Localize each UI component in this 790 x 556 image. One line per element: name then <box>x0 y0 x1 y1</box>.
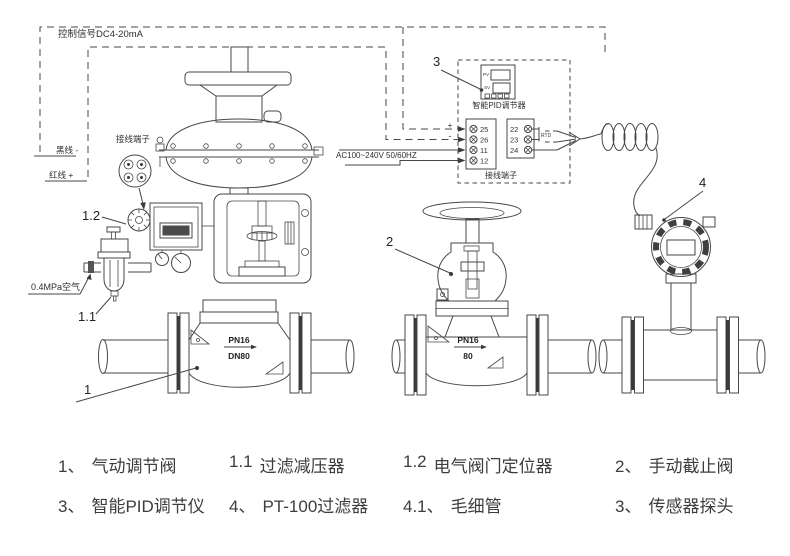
arrowhead-icon <box>458 136 466 143</box>
positioner-display <box>162 225 190 236</box>
terminal-icon <box>523 135 533 144</box>
legend-item-1-1: 1.1 过滤减压器 <box>229 452 403 477</box>
terminal-icon <box>523 124 533 134</box>
terminal-number: 11 <box>480 146 488 155</box>
flow-arrow-icon <box>481 344 487 350</box>
diagram-canvas: 控制信号DC4-20mA + - AC100~240V 50/60HZ PV S… <box>28 26 766 403</box>
legend-label: 手动截止阀 <box>648 457 734 476</box>
legend-label: 毛细管 <box>450 497 502 516</box>
terminal-number: 12 <box>480 157 488 166</box>
actuator-bolts <box>170 143 308 164</box>
terminal-icon <box>469 145 478 155</box>
inlet-fitting <box>88 261 94 273</box>
legend-num: 4、 <box>229 497 256 516</box>
legend-label: 电气阀门定位器 <box>433 457 553 476</box>
minus-sign: - <box>449 131 452 141</box>
valve2-spec-line2: 80 <box>463 351 473 361</box>
terminal-block-right: 22 23 24 <box>506 118 535 159</box>
control-signal-label: 控制信号DC4-20mA <box>58 28 144 40</box>
callout-1-1: 1.1 <box>78 309 96 324</box>
plus-sign: + <box>448 120 453 130</box>
legend: 1、 气动调节阀 1.1 过滤减压器 1.2 电气阀门定位器 2、 手动截止阀 … <box>0 452 790 517</box>
wiring-connector: 接线端子 黑线 - 红线 + <box>34 134 152 210</box>
legend-num: 3、 <box>615 497 642 516</box>
arrowhead-icon <box>458 147 466 153</box>
legend-label: 气动调节阀 <box>91 457 177 476</box>
callout-2: 2 <box>386 234 393 249</box>
filter-regulator <box>83 226 152 302</box>
flow-arrow-icon <box>251 344 257 350</box>
legend-label: 传感器探头 <box>648 497 734 516</box>
callouts: 1 1.1 1.2 2 3 4 <box>75 54 706 403</box>
terminal-block-left: 25 26 11 12 <box>465 118 497 170</box>
terminal-icon <box>469 156 478 165</box>
ac-power-label: AC100~240V 50/60HZ <box>336 151 417 160</box>
legend-label: 过滤减压器 <box>259 457 345 476</box>
pid-display-unit: PV SV <box>480 64 516 100</box>
sv-label: SV <box>484 85 490 90</box>
terminal-icon <box>523 145 533 155</box>
sensor-bezel-segments <box>653 219 709 275</box>
air-supply-label: 0.4MPa空气 <box>31 281 80 292</box>
callout-4: 4 <box>699 175 706 190</box>
legend-item-4-1: 4.1、 毛细管 <box>403 492 615 517</box>
arrowhead-icon <box>140 202 146 210</box>
legend-num: 2、 <box>615 457 642 476</box>
terminal-number: 23 <box>510 136 518 145</box>
legend-item-2: 2、 手动截止阀 <box>615 452 790 477</box>
callout-3: 3 <box>433 54 440 69</box>
legend-label: PT-100过滤器 <box>262 497 369 516</box>
connector-terminal-label: 接线端子 <box>116 134 151 144</box>
pid-enclosure <box>457 59 571 184</box>
legend-num: 1.1 <box>229 452 253 471</box>
terminal-number: 26 <box>480 136 488 145</box>
pv-label: PV <box>483 72 489 77</box>
pid-name-label: 智能PID调节器 <box>472 100 525 110</box>
piping-instrument-diagram: 控制信号DC4-20mA + - AC100~240V 50/60HZ PV S… <box>28 26 766 403</box>
terminal-icon <box>469 135 478 144</box>
manual-valve: PN16 80 <box>391 201 597 396</box>
legend-label: 智能PID调节仪 <box>91 497 205 516</box>
rtd-label: RTD <box>541 133 552 139</box>
handwheel <box>422 201 522 221</box>
pid-controller: PV SV 智能PID调节器 25 26 11 12 22 23 24 <box>457 59 602 184</box>
arrowhead-icon <box>458 157 466 164</box>
terminal-number: 25 <box>480 125 488 134</box>
legend-item-3: 3、 智能PID调节仪 <box>58 492 229 517</box>
legend-num: 1、 <box>58 457 85 476</box>
legend-item-1: 1、 气动调节阀 <box>58 452 229 477</box>
legend-item-4: 4、 PT-100过滤器 <box>229 492 403 517</box>
callout-1-2: 1.2 <box>82 208 100 223</box>
valve2-spec-line1: PN16 <box>457 335 479 345</box>
pneumatic-actuator <box>155 46 324 284</box>
capillary-coil <box>600 123 659 217</box>
flowmeter-assembly <box>598 316 766 394</box>
red-wire-label: 红线 + <box>49 170 73 180</box>
legend-num: 4.1、 <box>403 497 444 516</box>
yoke-frame <box>213 193 312 284</box>
valve1-spec-line2: DN80 <box>228 351 250 361</box>
pid-terminal-label: 接线端子 <box>485 170 517 180</box>
air-supply: 0.4MPa空气 <box>28 273 92 295</box>
legend-item-1-2: 1.2 电气阀门定位器 <box>403 452 615 477</box>
callout-1: 1 <box>84 382 91 397</box>
legend-num: 3、 <box>58 497 85 516</box>
arrowhead-icon <box>86 273 92 280</box>
arrowhead-icon <box>458 126 466 132</box>
valve1-spec-line1: PN16 <box>228 335 250 345</box>
sensor-head <box>634 214 716 335</box>
terminal-icon <box>469 124 478 134</box>
legend-item-3b: 3、 传感器探头 <box>615 492 790 517</box>
pressure-gauges <box>155 250 191 273</box>
control-valve-body: PN16 DN80 <box>98 299 355 394</box>
rtd-wiring: RTD <box>532 127 602 151</box>
black-wire-label: 黑线 - <box>56 145 78 155</box>
terminal-number: 22 <box>510 125 518 134</box>
legend-num: 1.2 <box>403 452 427 471</box>
terminal-number: 24 <box>510 146 518 155</box>
control-signal-route: 控制信号DC4-20mA + - <box>39 26 606 177</box>
sensor-display <box>666 239 696 256</box>
ac-power-lines: AC100~240V 50/60HZ <box>336 147 466 166</box>
positioner <box>127 202 214 273</box>
